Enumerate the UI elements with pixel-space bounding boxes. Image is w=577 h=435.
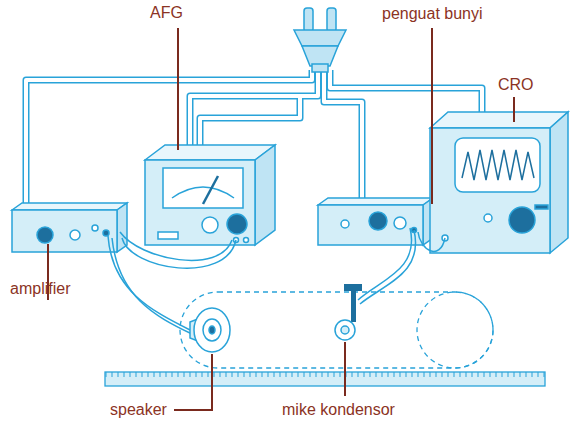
- signal-cable: [108, 228, 445, 334]
- callout-label: AFG: [150, 4, 183, 22]
- ruler: [105, 372, 545, 386]
- callout-label: penguat bunyi: [382, 5, 483, 23]
- speaker: [190, 308, 230, 352]
- track-outline: [180, 292, 493, 368]
- callout-label: amplifier: [10, 280, 70, 298]
- callout-label-box: penguat bunyi: [382, 5, 483, 23]
- callout-label-box: speaker: [110, 401, 167, 419]
- callout-label: speaker: [110, 401, 167, 419]
- callout-label: CRO: [498, 76, 534, 94]
- amplifier-box: [12, 203, 127, 252]
- cro-box: [430, 112, 568, 253]
- condenser-microphone: [335, 284, 362, 340]
- callout-label-box: mike kondensor: [282, 401, 395, 419]
- callout-label: mike kondensor: [282, 401, 395, 419]
- callout-label-box: CRO: [498, 76, 534, 94]
- callout-label-box: amplifier: [10, 280, 70, 298]
- leader-line: [48, 28, 514, 410]
- power-plug: [294, 8, 346, 72]
- afg-box: [145, 145, 275, 245]
- callout-label-box: AFG: [150, 4, 183, 22]
